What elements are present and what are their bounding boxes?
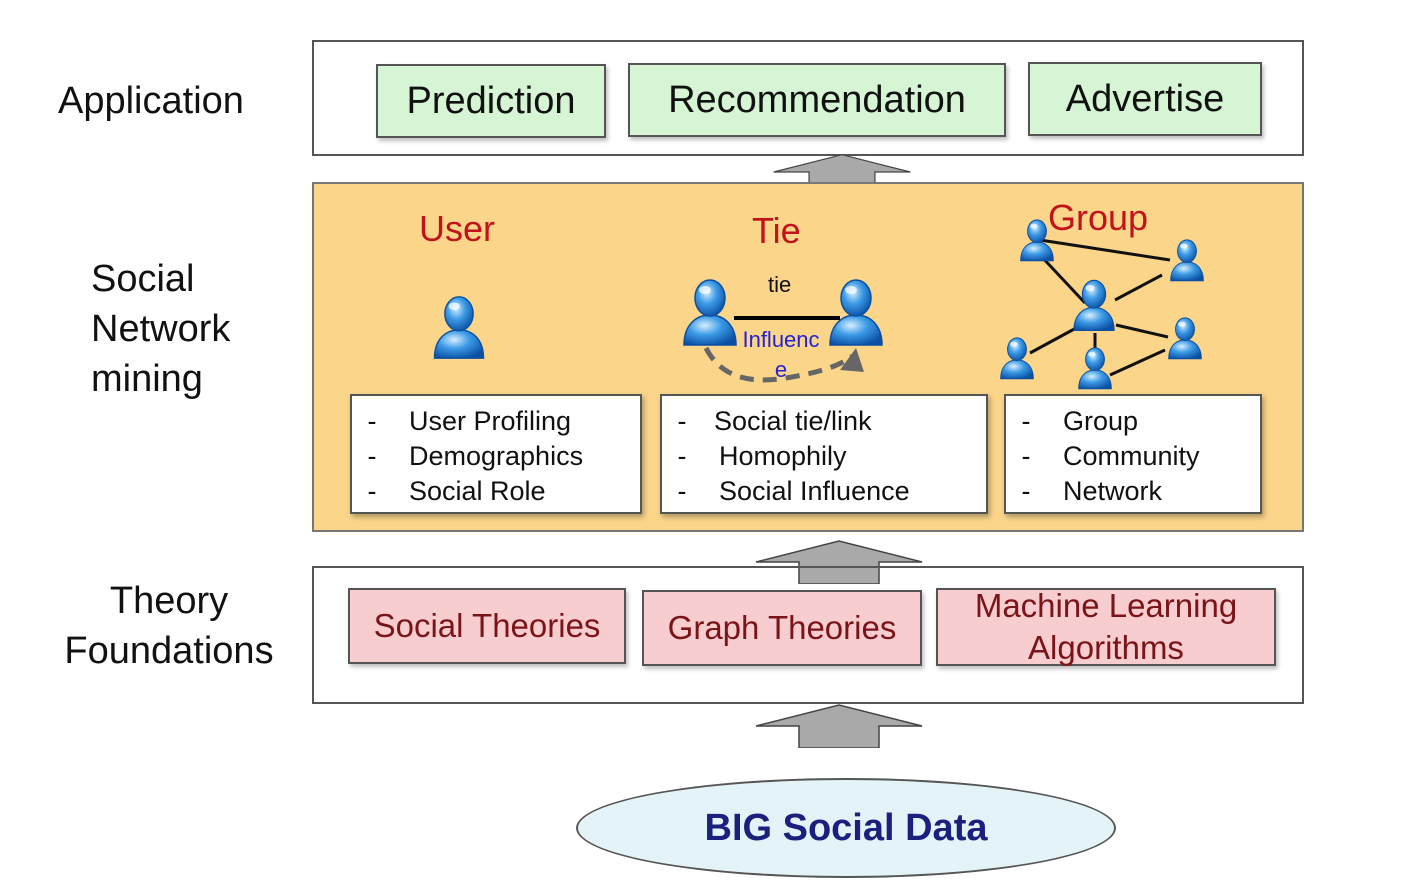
list-item-text: Homophily bbox=[719, 441, 847, 471]
theory-box-ml: Machine Learning Algorithms bbox=[936, 587, 1276, 666]
big-social-data-label: BIG Social Data bbox=[704, 806, 988, 849]
list-item: -Demographics bbox=[352, 439, 640, 474]
tie-list: -Social tie/link -Homophily -Social Infl… bbox=[660, 394, 988, 514]
app-advertise-label: Advertise bbox=[1065, 77, 1225, 120]
list-item: -Homophily bbox=[662, 439, 986, 474]
list-item-text: Demographics bbox=[409, 441, 584, 471]
person-icon bbox=[430, 294, 488, 360]
theory-ml-label-line-1: Machine Learning bbox=[974, 587, 1238, 624]
app-box-prediction: Prediction bbox=[376, 64, 606, 138]
influence-label-line-1: Influenc bbox=[742, 327, 820, 352]
list-item: -Social tie/link bbox=[662, 404, 986, 439]
theory-box-social: Social Theories bbox=[348, 588, 626, 664]
mining-label-line-3: mining bbox=[91, 358, 203, 400]
layer-label-mining: Social Network mining bbox=[91, 254, 230, 404]
person-icon bbox=[1076, 346, 1114, 390]
person-icon bbox=[826, 277, 886, 347]
list-item: -Social Role bbox=[352, 474, 640, 509]
tie-label: tie bbox=[768, 272, 792, 297]
list-item-text: Social Role bbox=[409, 476, 546, 506]
app-box-recommendation: Recommendation bbox=[628, 63, 1006, 137]
mining-label-line-1: Social bbox=[91, 258, 195, 300]
list-item-text: User Profiling bbox=[409, 406, 572, 436]
big-social-data-ellipse: BIG Social Data bbox=[576, 778, 1116, 878]
influence-label: Influenc e bbox=[731, 325, 831, 385]
theory-label-line-1: Theory bbox=[109, 580, 229, 622]
person-icon bbox=[998, 336, 1036, 380]
layer-label-application: Application bbox=[58, 80, 244, 122]
theory-box-graph: Graph Theories bbox=[642, 590, 922, 666]
application-layer-box bbox=[312, 40, 1304, 156]
list-item-text: Group bbox=[1063, 406, 1139, 436]
list-item: -Group bbox=[1006, 404, 1260, 439]
influence-label-line-2: e bbox=[774, 357, 788, 382]
list-item: -Social Influence bbox=[662, 474, 986, 509]
list-item-text: Social tie/link bbox=[714, 406, 872, 436]
theory-social-label: Social Theories bbox=[373, 607, 601, 644]
list-item-text: Network bbox=[1063, 476, 1163, 506]
theory-graph-label: Graph Theories bbox=[667, 609, 897, 646]
list-item: -Community bbox=[1006, 439, 1260, 474]
up-arrow-icon bbox=[754, 704, 924, 748]
list-item-text: Social Influence bbox=[719, 476, 910, 506]
person-icon bbox=[1166, 316, 1204, 360]
person-icon bbox=[1168, 238, 1206, 282]
category-title-tie: Tie bbox=[752, 210, 801, 251]
app-prediction-label: Prediction bbox=[406, 79, 576, 122]
category-title-user: User bbox=[419, 208, 496, 249]
person-icon bbox=[1018, 218, 1056, 262]
person-icon bbox=[1070, 278, 1118, 332]
tie-diagram bbox=[703, 316, 864, 383]
app-recommendation-label: Recommendation bbox=[668, 78, 966, 121]
category-title-group: Group bbox=[1048, 197, 1149, 238]
theory-label-line-2: Foundations bbox=[64, 630, 274, 672]
mining-label-line-2: Network bbox=[91, 308, 231, 350]
user-list: -User Profiling -Demographics -Social Ro… bbox=[350, 394, 642, 514]
theory-layer-box bbox=[312, 566, 1304, 704]
layer-label-theory: Theory Foundations bbox=[54, 576, 284, 676]
list-item: -Network bbox=[1006, 474, 1260, 509]
group-network-edges bbox=[1029, 238, 1171, 377]
app-box-advertise: Advertise bbox=[1028, 62, 1262, 136]
group-list: -Group -Community -Network bbox=[1004, 394, 1262, 514]
theory-ml-label-line-2: Algorithms bbox=[1028, 629, 1184, 666]
list-item-text: Community bbox=[1063, 441, 1200, 471]
list-item: -User Profiling bbox=[352, 404, 640, 439]
